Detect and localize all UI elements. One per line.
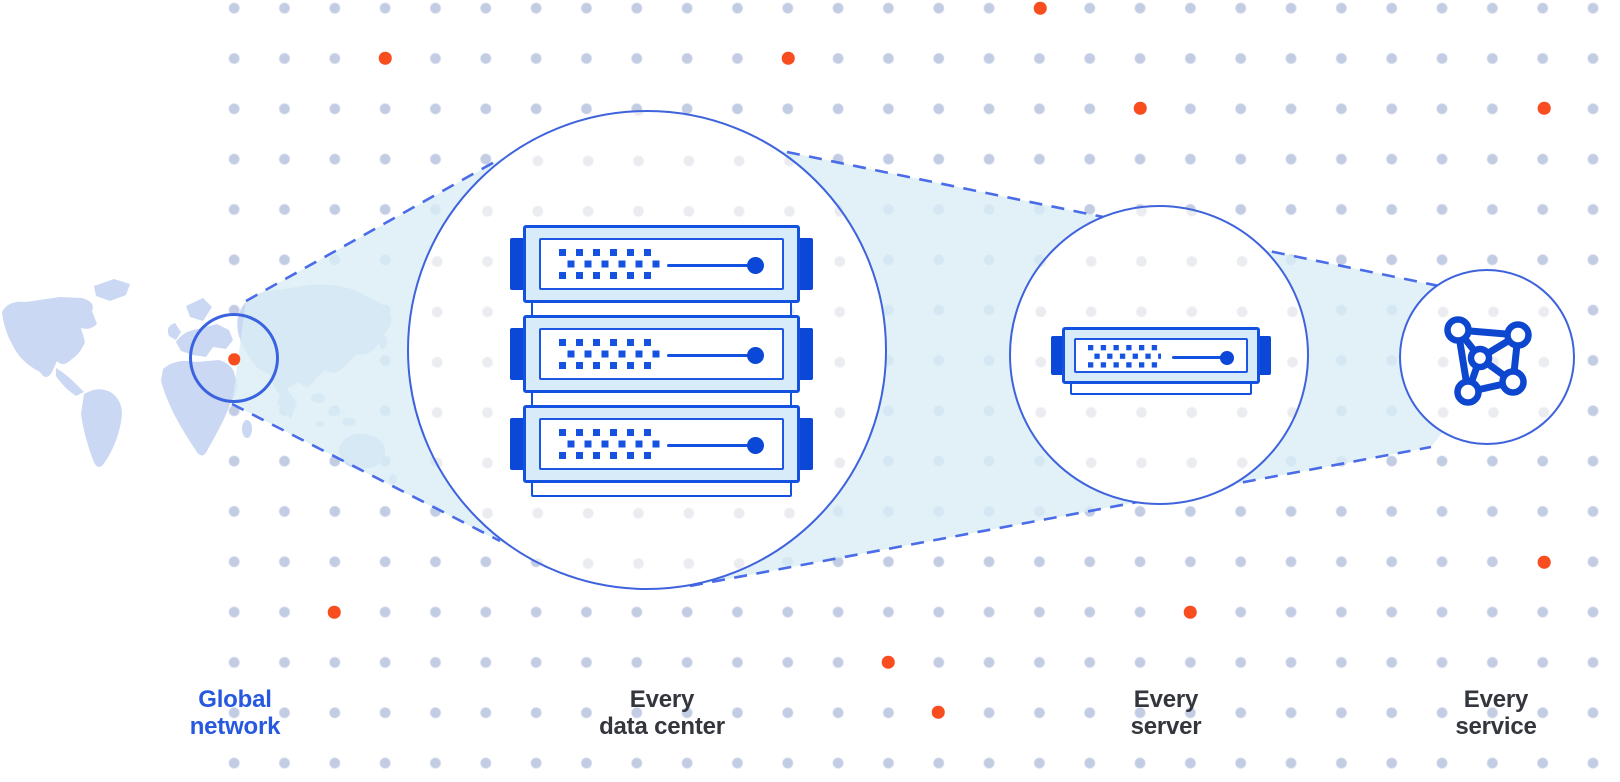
server-chassis <box>523 225 800 303</box>
accent-dot <box>931 705 945 719</box>
server-power-led <box>747 257 764 274</box>
server-chassis <box>523 405 800 483</box>
accent-dot <box>1033 1 1047 15</box>
label-line: Every <box>629 686 695 713</box>
server-ear-left <box>1051 336 1065 375</box>
label-every-service: Every service <box>1455 686 1537 740</box>
server-front-panel <box>539 238 784 290</box>
server-ear-right <box>797 328 813 380</box>
server-vent-matrix-icon <box>1088 345 1161 370</box>
label-line: service <box>1455 713 1537 740</box>
label-line: data center <box>599 713 725 740</box>
accent-dot <box>881 655 895 669</box>
server-ear-right <box>797 418 813 470</box>
server-ear-right <box>797 238 813 290</box>
label-line: Every <box>1463 686 1529 713</box>
server-front-panel <box>539 418 784 470</box>
map-highlight-circle <box>189 313 279 403</box>
label-line: network <box>189 713 281 740</box>
accent-dot-map-location <box>228 353 240 365</box>
accent-dot <box>1537 101 1551 115</box>
label-line: Global <box>198 686 272 713</box>
server-power-led <box>747 347 764 364</box>
server-vent-matrix-icon <box>559 429 660 463</box>
accent-dot <box>1537 555 1551 569</box>
single-server-unit <box>1051 327 1271 402</box>
server-ear-left <box>510 328 526 380</box>
server-slot-line <box>667 264 749 267</box>
label-line: server <box>1130 713 1202 740</box>
server-ear-left <box>510 418 526 470</box>
server-rack-unit-2 <box>510 315 813 410</box>
label-every-data-center: Every data center <box>599 686 725 740</box>
server-rack-unit-1 <box>510 225 813 320</box>
server-vent-matrix-icon <box>559 249 660 283</box>
label-line: Every <box>1133 686 1199 713</box>
server-power-led <box>747 437 764 454</box>
server-rack-unit-3 <box>510 405 813 500</box>
label-every-server: Every server <box>1131 686 1202 740</box>
accent-dot <box>1183 605 1197 619</box>
network-mesh-icon <box>1444 316 1532 406</box>
label-global-network: Global network <box>190 686 281 740</box>
server-slot-line <box>1172 356 1229 359</box>
accent-dot <box>327 605 341 619</box>
server-slot-line <box>667 354 749 357</box>
server-chassis <box>523 315 800 393</box>
server-vent-matrix-icon <box>559 339 660 373</box>
server-chassis <box>1062 327 1260 384</box>
server-front-panel <box>539 328 784 380</box>
accent-dot <box>781 51 795 65</box>
accent-dot <box>378 51 392 65</box>
server-power-led <box>1220 351 1234 365</box>
server-front-panel <box>1074 338 1248 373</box>
accent-dot <box>1133 101 1147 115</box>
server-ear-left <box>510 238 526 290</box>
server-ear-right <box>1257 336 1271 375</box>
server-slot-line <box>667 444 749 447</box>
